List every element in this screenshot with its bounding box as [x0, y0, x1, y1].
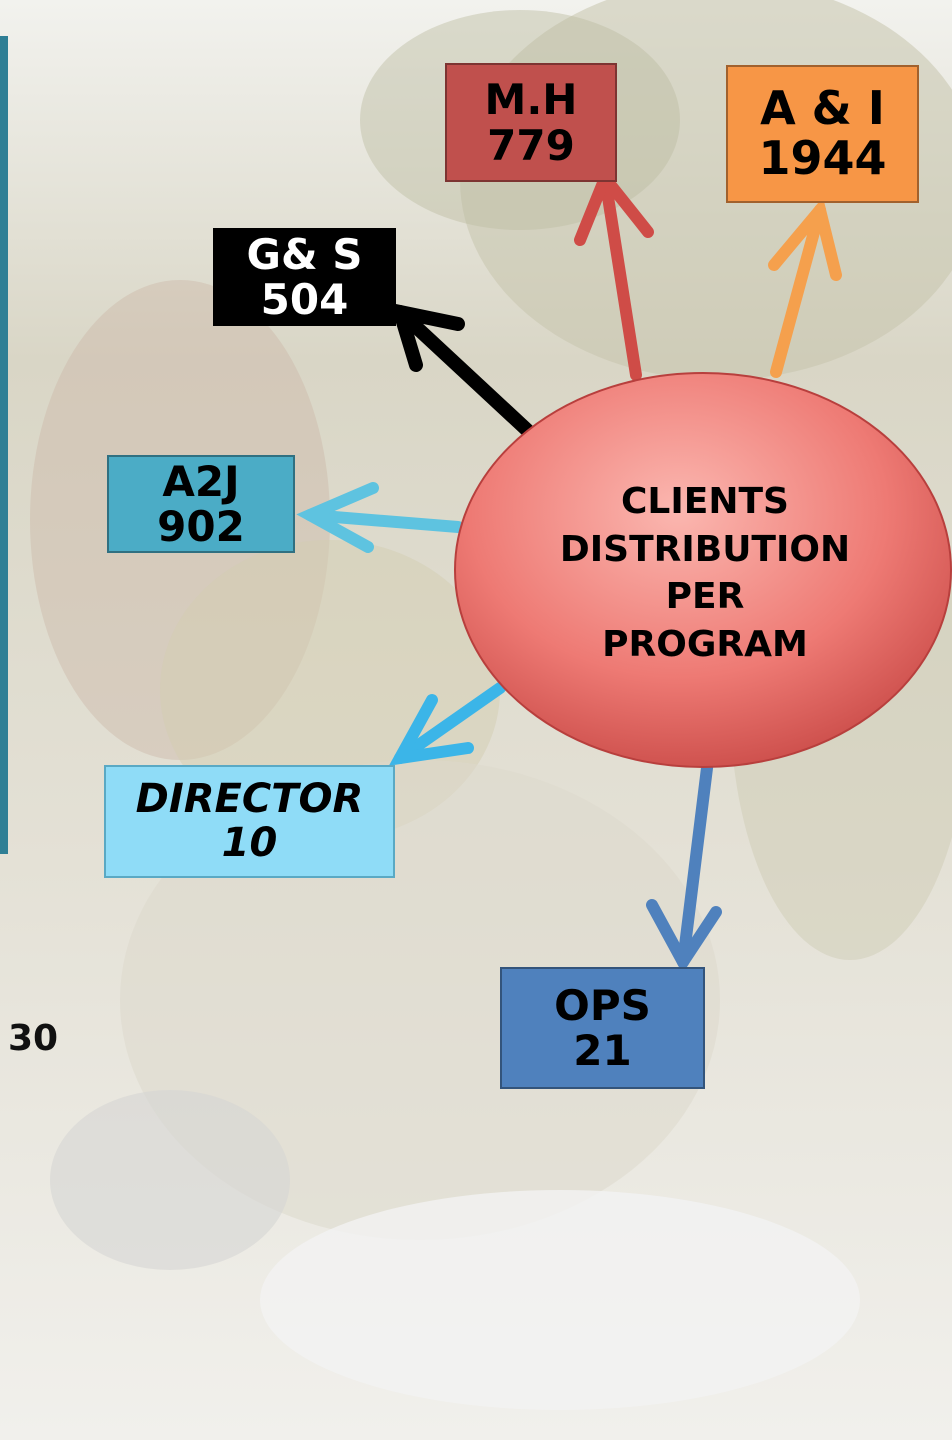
- arrow-to-ai: [768, 197, 842, 378]
- page-number: 30: [8, 1018, 59, 1059]
- program-count: 902: [157, 502, 245, 551]
- arrow-to-director: [388, 682, 506, 766]
- center-label-line: CLIENTS: [621, 481, 789, 522]
- arrow-to-a2j: [296, 482, 464, 553]
- program-box-director: DIRECTOR 10: [104, 765, 395, 878]
- program-box-a2j: A2J 902: [107, 455, 295, 553]
- program-count: 21: [573, 1026, 632, 1075]
- program-box-gs: G& S 504: [213, 228, 396, 326]
- side-accent-bar: [0, 36, 8, 854]
- program-name: M.H: [484, 75, 578, 125]
- program-box-ai: A & I 1944: [726, 65, 919, 203]
- center-label-line: PROGRAM: [602, 623, 808, 665]
- arrow-to-mh: [574, 166, 654, 381]
- center-label: CLIENTS DISTRIBUTION PER PROGRAM: [530, 478, 880, 668]
- center-circle: [454, 372, 952, 768]
- program-count: 1944: [758, 131, 887, 185]
- program-name: A2J: [162, 456, 240, 506]
- program-name: OPS: [554, 980, 651, 1030]
- program-box-ops: OPS 21: [500, 967, 705, 1089]
- center-label-line: PER: [665, 576, 745, 618]
- center-label-line: DISTRIBUTION: [559, 528, 851, 570]
- arrow-to-ops: [646, 754, 722, 974]
- program-count: 779: [487, 120, 575, 170]
- program-box-mh: M.H 779: [445, 63, 617, 182]
- program-name: A & I: [760, 81, 885, 136]
- program-name: G& S: [246, 229, 363, 279]
- program-count: 504: [260, 275, 349, 324]
- program-count: 10: [221, 819, 278, 866]
- program-name: DIRECTOR: [135, 776, 364, 823]
- arrow-to-gs: [389, 302, 534, 437]
